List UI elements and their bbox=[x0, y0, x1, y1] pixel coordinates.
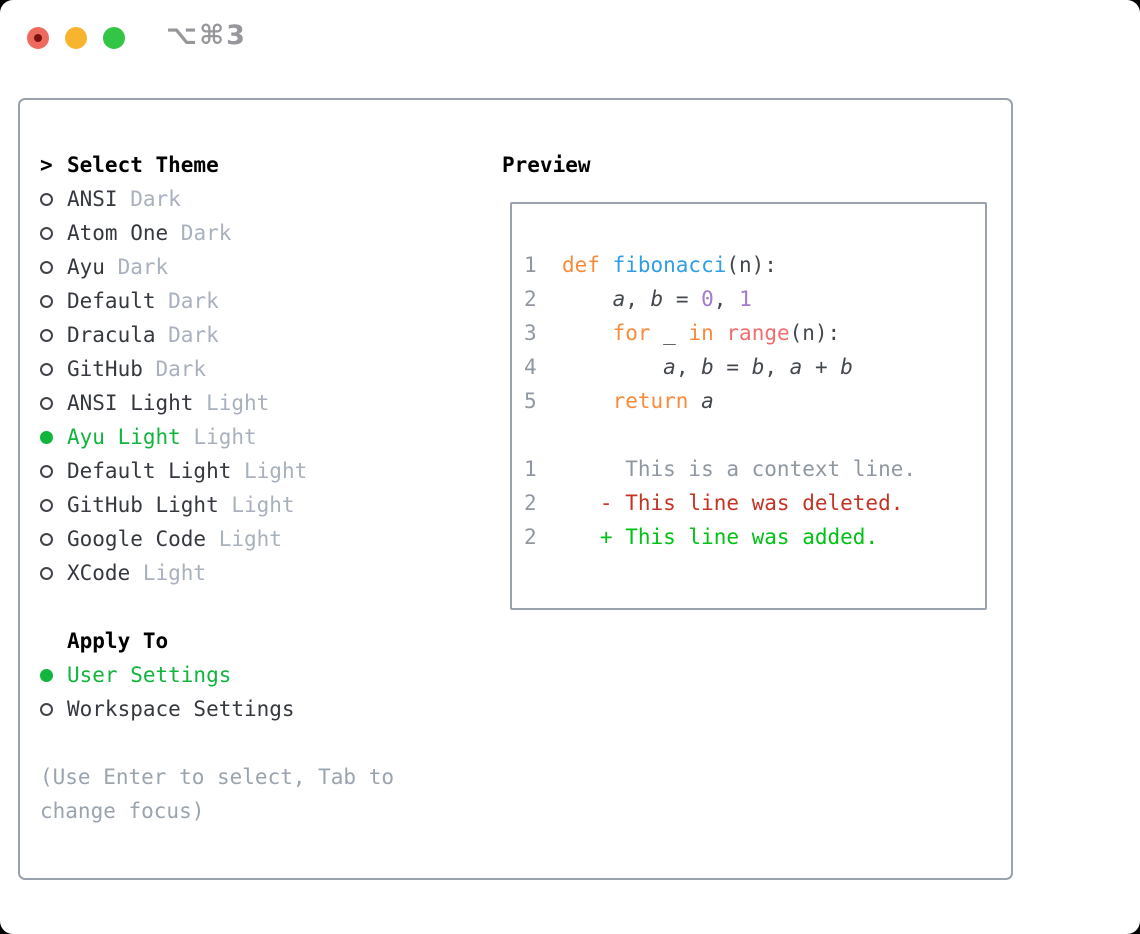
radio-unselected-icon bbox=[40, 566, 67, 580]
theme-option-github-dark[interactable]: GitHub Dark bbox=[40, 352, 394, 386]
radio-unselected-icon bbox=[40, 328, 67, 342]
theme-option-dracula-dark[interactable]: Dracula Dark bbox=[40, 318, 394, 352]
radio-unselected-icon bbox=[40, 396, 67, 410]
apply-to-header-label: Apply To bbox=[67, 629, 169, 653]
blank-line bbox=[524, 418, 985, 452]
option-label: Atom One bbox=[67, 221, 169, 245]
option-label: Google Code bbox=[67, 527, 207, 551]
option-label: ANSI Light bbox=[67, 391, 194, 415]
radio-unselected-icon bbox=[40, 294, 67, 308]
cursor-chevron-icon: > bbox=[40, 153, 53, 177]
option-label: Ayu bbox=[67, 255, 105, 279]
option-variant-label: Dark bbox=[168, 289, 219, 313]
select-theme-header-label: Select Theme bbox=[67, 153, 219, 177]
apply-option-workspace-settings[interactable]: Workspace Settings bbox=[40, 692, 394, 726]
apply-option-user-settings[interactable]: User Settings bbox=[40, 658, 394, 692]
line-number: 2 bbox=[524, 491, 537, 515]
radio-unselected-icon bbox=[40, 702, 67, 716]
theme-option-github-light-light[interactable]: GitHub Light Light bbox=[40, 488, 394, 522]
option-variant-label: Light bbox=[244, 459, 308, 483]
option-variant-label: Dark bbox=[180, 221, 232, 245]
line-number: 5 bbox=[524, 389, 537, 413]
option-variant-label: Light bbox=[206, 391, 270, 415]
theme-option-xcode-light[interactable]: XCode Light bbox=[40, 556, 394, 590]
theme-option-google-code-light[interactable]: Google Code Light bbox=[40, 522, 394, 556]
preview-code-line: 2 a, b = 0, 1 bbox=[524, 287, 752, 311]
theme-option-default-dark[interactable]: Default Dark bbox=[40, 284, 394, 318]
theme-option-default-light-light[interactable]: Default Light Light bbox=[40, 454, 394, 488]
close-window-button[interactable] bbox=[27, 27, 49, 49]
option-label: Workspace Settings bbox=[67, 697, 295, 721]
theme-option-ayu-dark[interactable]: Ayu Dark bbox=[40, 250, 394, 284]
radio-unselected-icon bbox=[40, 498, 67, 512]
radio-unselected-icon bbox=[40, 226, 67, 240]
radio-unselected-icon bbox=[40, 260, 67, 274]
option-variant-label: Light bbox=[231, 493, 295, 517]
option-label: Default bbox=[67, 289, 156, 313]
line-number: 2 bbox=[524, 287, 537, 311]
preview-code-line: 4 a, b = b, a + b bbox=[524, 355, 853, 379]
option-label: XCode bbox=[67, 561, 131, 585]
theme-option-ansi-light-light[interactable]: ANSI Light Light bbox=[40, 386, 394, 420]
line-number: 1 bbox=[524, 253, 537, 277]
zoom-window-button[interactable] bbox=[103, 27, 125, 49]
option-variant-label: Light bbox=[218, 527, 282, 551]
spacer bbox=[40, 590, 394, 624]
radio-unselected-icon bbox=[40, 192, 67, 206]
radio-selected-icon bbox=[40, 430, 67, 444]
minimize-window-button[interactable] bbox=[65, 27, 87, 49]
spacer bbox=[40, 726, 394, 760]
option-variant-label: Dark bbox=[155, 357, 207, 381]
option-label: Default Light bbox=[67, 459, 232, 483]
radio-unselected-icon bbox=[40, 464, 67, 478]
option-variant-label: Dark bbox=[168, 323, 219, 347]
option-label: Dracula bbox=[67, 323, 156, 347]
select-theme-header: > Select Theme bbox=[40, 148, 394, 182]
theme-option-ayu-light-light[interactable]: Ayu Light Light bbox=[40, 420, 394, 454]
option-label: GitHub bbox=[67, 357, 143, 381]
option-label: GitHub Light bbox=[67, 493, 219, 517]
preview-diff-line-deleted: 2 - This line was deleted. bbox=[524, 491, 904, 515]
radio-unselected-icon bbox=[40, 362, 67, 376]
preview-code-line: 3 for _ in range(n): bbox=[524, 321, 841, 345]
option-variant-label: Dark bbox=[130, 187, 181, 211]
option-label: Ayu Light bbox=[67, 425, 181, 449]
line-number: 3 bbox=[524, 321, 537, 345]
option-label: ANSI bbox=[67, 187, 118, 211]
preview-diff-line-added: 2 + This line was added. bbox=[524, 525, 879, 549]
line-number: 1 bbox=[524, 457, 537, 481]
radio-selected-icon bbox=[40, 668, 67, 682]
option-variant-label: Light bbox=[193, 425, 257, 449]
keyboard-hint-line-1: (Use Enter to select, Tab to bbox=[40, 765, 395, 789]
radio-unselected-icon bbox=[40, 532, 67, 546]
line-number: 2 bbox=[524, 525, 537, 549]
option-label: User Settings bbox=[67, 663, 232, 687]
option-variant-label: Light bbox=[142, 561, 207, 585]
window-title: ⌥⌘3 bbox=[166, 20, 247, 51]
preview-header-label: Preview bbox=[502, 153, 591, 177]
theme-option-ansi-dark[interactable]: ANSI Dark bbox=[40, 182, 394, 216]
preview-diff-line-context: 1 This is a context line. bbox=[524, 457, 917, 481]
line-number: 4 bbox=[524, 355, 537, 379]
apply-to-header: Apply To bbox=[40, 624, 394, 658]
keyboard-hint-line-2: change focus) bbox=[40, 799, 205, 823]
theme-option-atom-one-dark[interactable]: Atom One Dark bbox=[40, 216, 394, 250]
option-variant-label: Dark bbox=[117, 255, 169, 279]
preview-code-line: 5 return a bbox=[524, 389, 714, 413]
